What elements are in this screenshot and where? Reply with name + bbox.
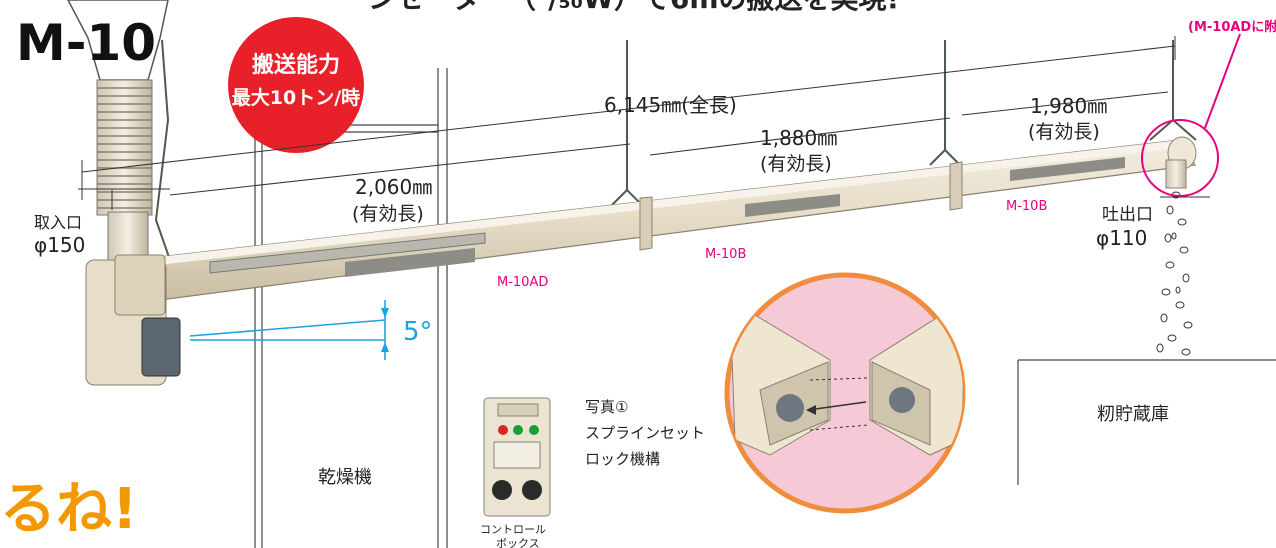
inlet-label: 取入口 [34,213,82,232]
angle-indicator [189,300,389,360]
hanging-chains [154,39,1197,261]
control-box-label-1: コントロール [480,523,546,536]
outlet-label: 吐出口 [1102,205,1153,225]
falling-grain [1156,191,1193,356]
angle-value: 5° [403,317,433,347]
outlet-highlight [1141,33,1241,197]
dimension-lines [78,36,1210,210]
attachment-note: (M-10ADに附属 [1188,19,1276,35]
photo-caption-2: スプラインセット [585,424,705,442]
storage-label: 籾貯蔵庫 [1097,404,1169,425]
seg2-note: (有効長) [760,153,832,175]
dryer-label: 乾燥機 [318,467,372,488]
badge-line1: 搬送能力 [252,52,340,78]
control-box [483,397,551,517]
capacity-badge: 搬送能力 最大10トン/時 [228,17,364,153]
outlet-size: φ110 [1096,226,1147,250]
drive-unit [85,254,181,386]
seg2-model: M-10B [705,247,746,262]
conveyor-trough [149,136,1197,301]
seg3-note: (有効長) [1028,121,1100,143]
seg3-model: M-10B [1006,199,1047,214]
spline-lock-inset [724,272,966,514]
seg1-length: 2,060㎜ [355,175,432,199]
total-length: 6,145㎜(全長) [604,93,737,117]
badge-line2: 最大10トン/時 [232,86,360,109]
control-box-label-2: ボックス [496,537,540,548]
inlet-size: φ150 [34,233,85,257]
seg3-length: 1,980㎜ [1030,94,1107,118]
seg1-note: (有効長) [352,203,424,225]
photo-caption-3: ロック機構 [585,450,660,468]
top-banner-text: ンセ－ター（¹/₅₀W）で6mの搬送を実現! [368,0,899,15]
photo-caption-1: 写真① [585,398,628,416]
seg1-model: M-10AD [497,275,548,290]
seg2-length: 1,880㎜ [760,126,837,150]
model-title: M-10 [16,14,156,72]
footer-partial: るね! [0,477,138,542]
flex-hose [96,79,153,273]
